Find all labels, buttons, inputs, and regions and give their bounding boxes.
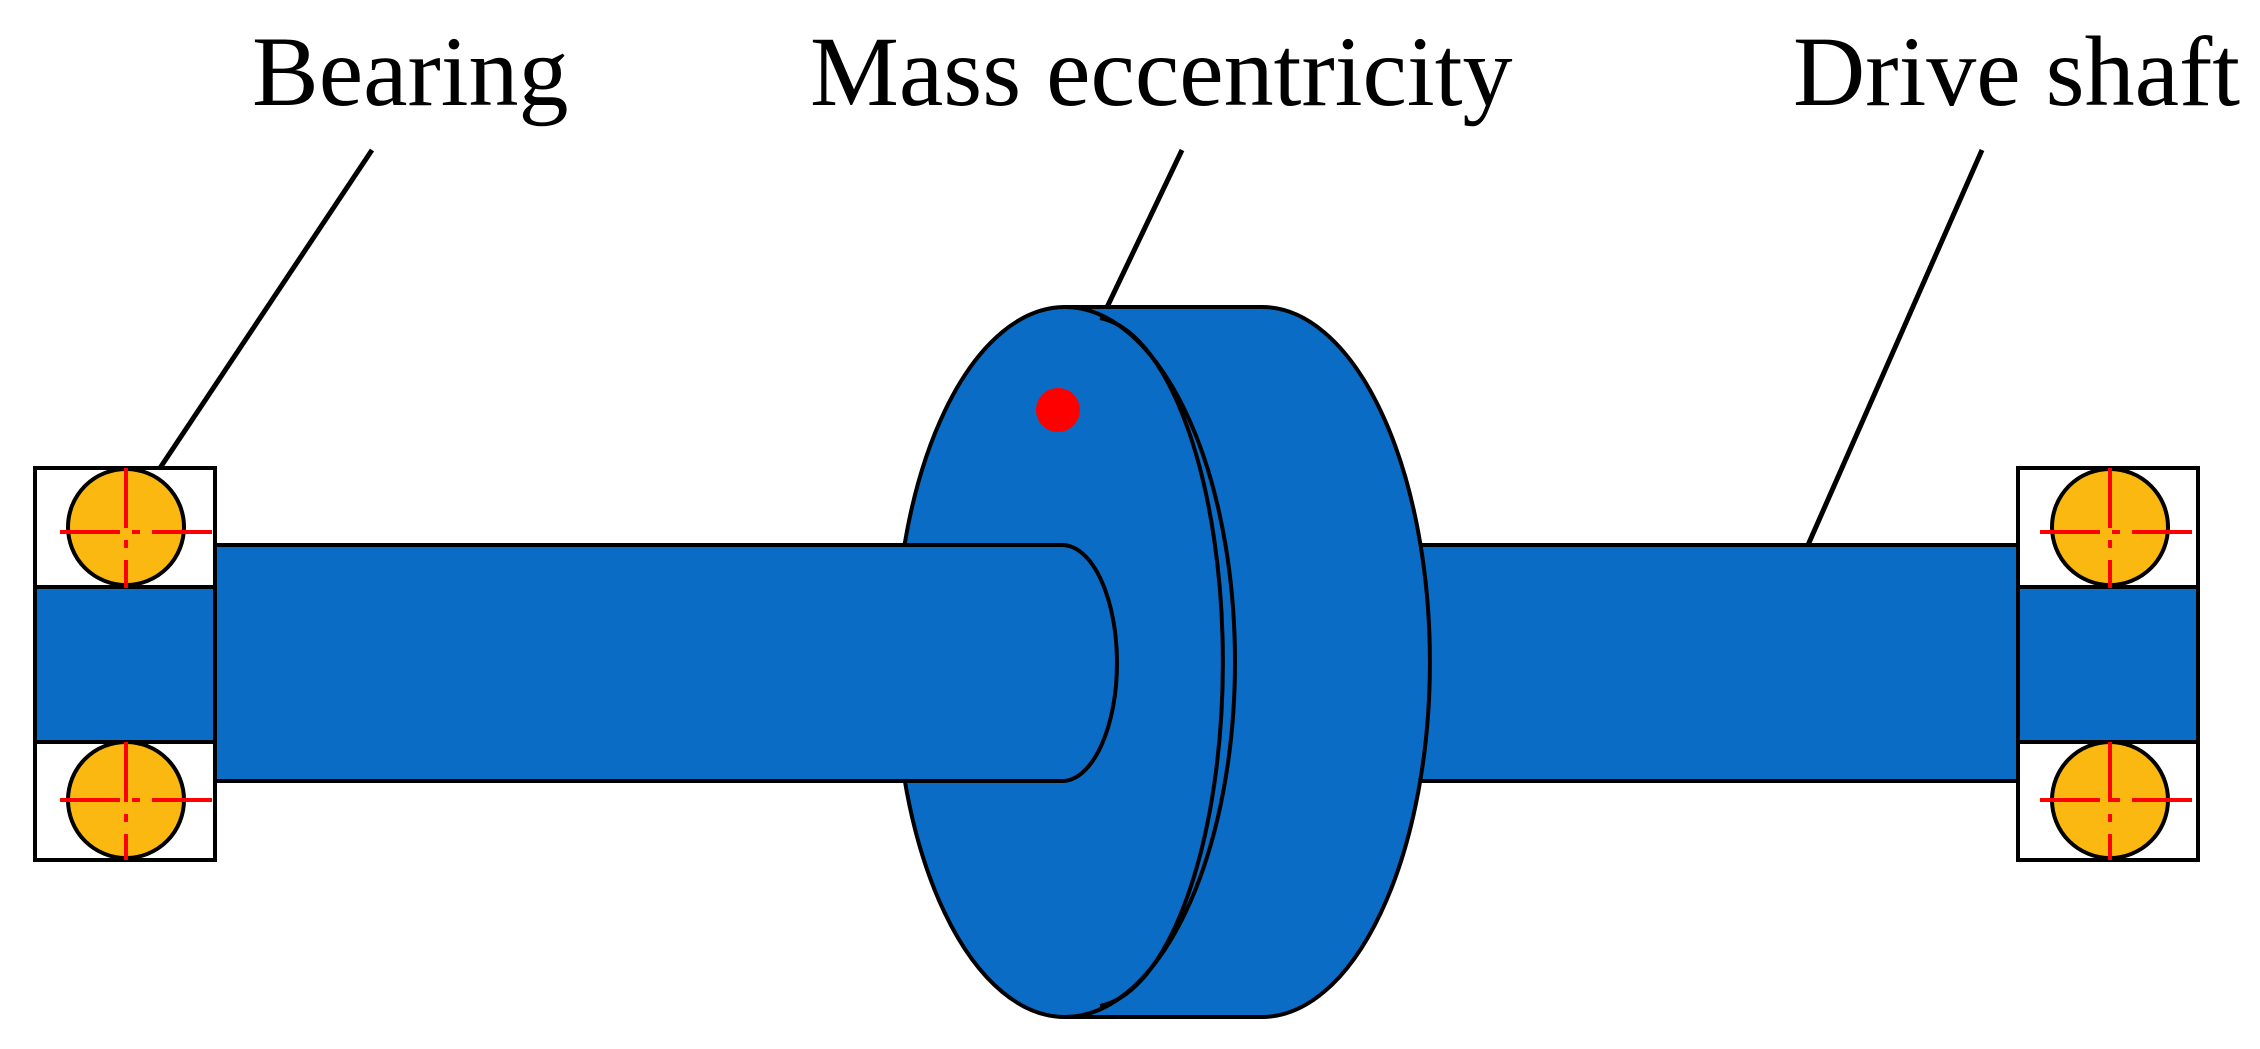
right-bearing xyxy=(2016,466,2200,862)
left-bearing-shaft-section xyxy=(33,585,217,744)
bearing-leader-line xyxy=(157,148,375,470)
left-bearing xyxy=(33,466,217,862)
drive-shaft-left xyxy=(213,543,1119,783)
eccentric-mass-dot xyxy=(1036,388,1080,432)
right-bearing-shaft-section xyxy=(2016,585,2200,744)
drive-shaft-leader-line xyxy=(1805,148,1985,547)
mass-eccentricity-label: Mass eccentricity xyxy=(810,16,1513,127)
drive-shaft-right xyxy=(1393,543,2020,783)
left-bearing-centerlines xyxy=(60,468,215,860)
drive-shaft-label: Drive shaft xyxy=(1793,16,2241,127)
rotor-disk-inner-edge xyxy=(1099,316,1225,1008)
bearing-label: Bearing xyxy=(252,16,569,127)
right-bearing-centerlines xyxy=(2040,468,2198,860)
